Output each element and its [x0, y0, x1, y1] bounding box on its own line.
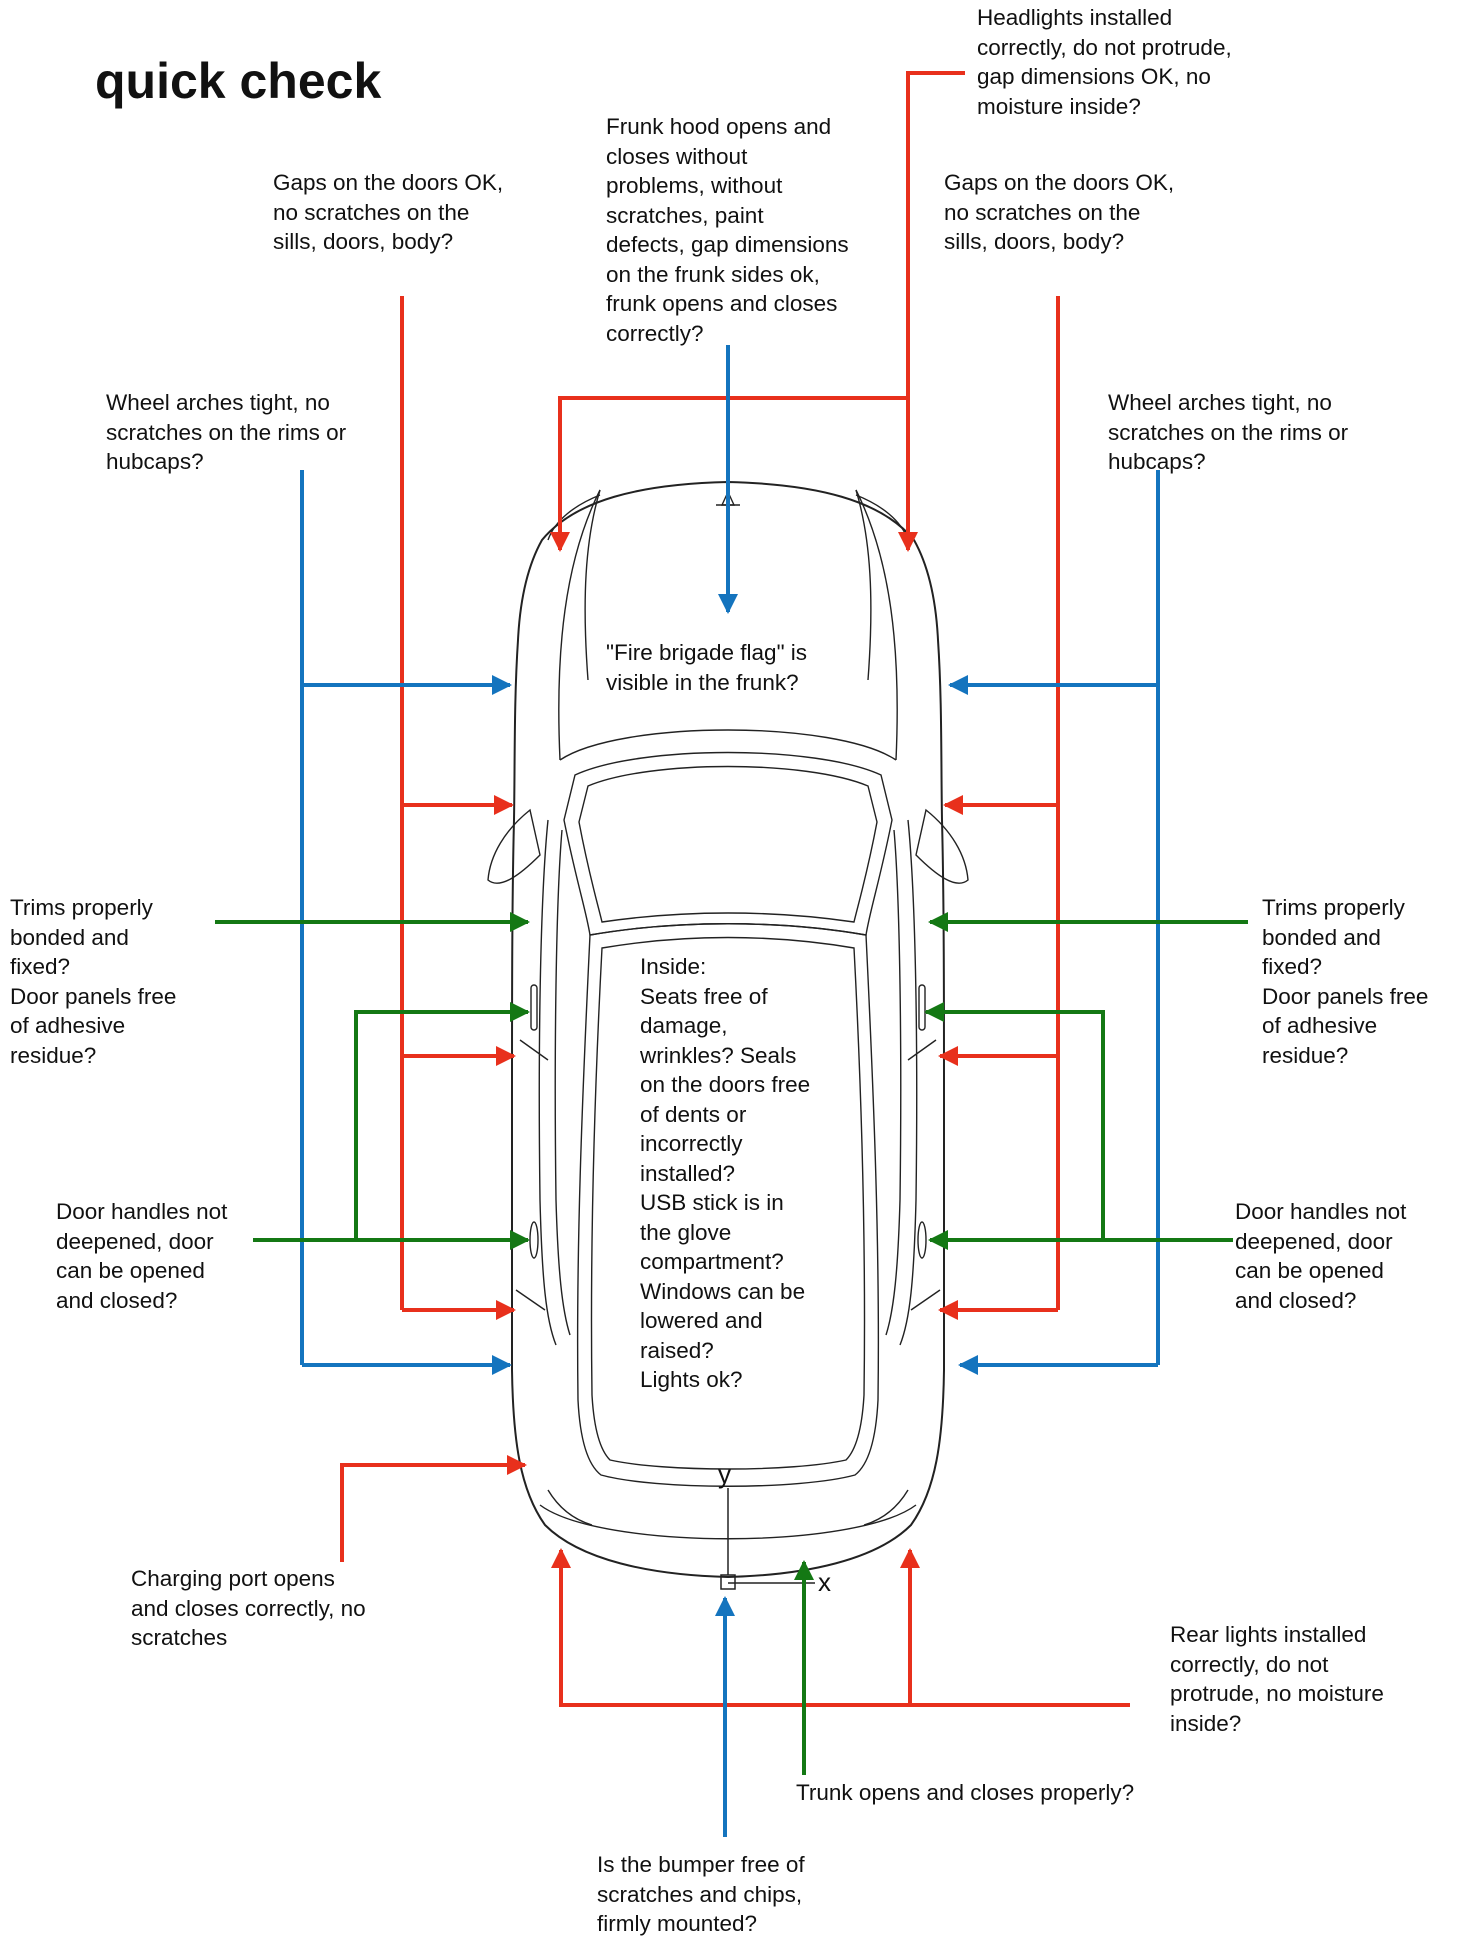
handles-right-arrow-upper [924, 1002, 1105, 1240]
rear-lights-arrow-left [551, 1548, 910, 1707]
note-fire-flag: "Fire brigade flag" is visible in the fr… [606, 640, 808, 695]
origin-marker [720, 1574, 736, 1590]
door-seam-right-rear [910, 1289, 941, 1311]
handle-right-rear [917, 1221, 927, 1259]
door-seam-left-front [519, 1039, 549, 1061]
windshield-inner [578, 765, 878, 923]
note-trims-right: Trims properly bonded and fixed? Door pa… [1262, 895, 1429, 1068]
hood-bottom-line [559, 729, 897, 761]
hood-left-line [558, 489, 601, 761]
note-wheels-right: Wheel arches tight, no scratches on the … [1108, 390, 1349, 474]
blue-arrows [300, 345, 1160, 1837]
headlight-arrow-left [550, 396, 908, 552]
door-seam-left-rear [515, 1289, 546, 1311]
handles-left-arrow-upper [354, 1002, 530, 1240]
green-arrows [215, 912, 1248, 1775]
note-gaps-right: Gaps on the doors OK, no scratches on th… [944, 170, 1175, 254]
hood-inner-left [584, 489, 601, 681]
mirror-left [487, 808, 541, 884]
headlight-right [855, 494, 909, 541]
door-seam-right-front [907, 1039, 937, 1061]
note-charging-port: Charging port opens and closes correctly… [131, 1566, 366, 1650]
side-window-left [538, 819, 557, 1346]
handle-right-front [918, 984, 926, 1031]
note-wheels-left: Wheel arches tight, no scratches on the … [106, 390, 347, 474]
y-axis-label: y [718, 1459, 731, 1489]
headlight-left [547, 494, 601, 541]
roof-glass-inner [590, 936, 866, 1470]
x-axis-label: x [818, 1567, 831, 1597]
note-trunk: Trunk opens and closes properly? [796, 1780, 1135, 1805]
charging-port-arrow [340, 1455, 527, 1562]
hood-right-line [855, 489, 898, 761]
side-window-left-inner [554, 829, 571, 1336]
windshield [563, 751, 893, 936]
rear-light-left [547, 1489, 593, 1526]
handle-left-rear [529, 1221, 539, 1259]
hood-inner-right [855, 489, 872, 681]
side-window-right [899, 819, 918, 1346]
roof-glass [576, 923, 880, 1487]
headlight-arrow-right [898, 71, 965, 552]
mirror-right [915, 808, 969, 884]
note-frunk: Frunk hood opens and closes without prob… [606, 114, 849, 346]
car-top-view-outline [487, 480, 969, 1579]
rear-light-right [863, 1489, 909, 1526]
page-title: quick check [95, 53, 382, 109]
note-gaps-left: Gaps on the doors OK, no scratches on th… [273, 170, 504, 254]
side-window-right-inner [885, 829, 902, 1336]
rear-lights-arrow-right [900, 1548, 1130, 1707]
red-arrows [340, 71, 1130, 1707]
note-handles-left: Door handles not deepened, door can be o… [56, 1199, 228, 1313]
coordinate-axes: y x [718, 1459, 831, 1597]
handle-left-front [530, 984, 538, 1031]
note-headlights: Headlights installed correctly, do not p… [977, 5, 1232, 119]
car-body-outline [510, 480, 946, 1579]
note-handles-right: Door handles not deepened, door can be o… [1235, 1199, 1407, 1313]
note-inside: Inside: Seats free of damage, wrinkles? … [640, 954, 811, 1392]
note-bumper: Is the bumper free of scratches and chip… [597, 1852, 805, 1936]
note-trims-left: Trims properly bonded and fixed? Door pa… [10, 895, 177, 1068]
note-rear-lights: Rear lights installed correctly, do not … [1170, 1622, 1384, 1736]
